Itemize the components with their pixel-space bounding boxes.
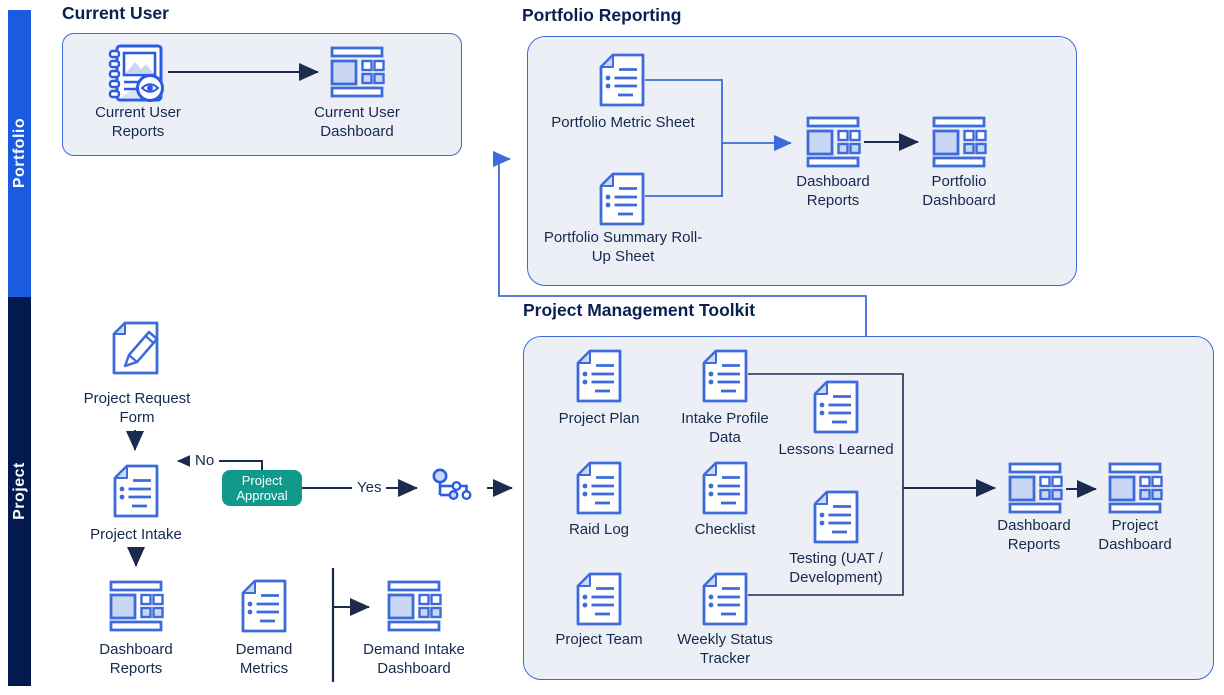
- document-icon: [813, 490, 859, 544]
- node-label: Project Plan: [558, 410, 640, 427]
- project-toolkit-title: Project Management Toolkit: [523, 300, 756, 320]
- node-label: Project Intake: [90, 526, 182, 543]
- node-label: Dashboard Reports: [997, 517, 1071, 553]
- node-label: Project Request Form: [83, 390, 191, 426]
- current-user-title: Current User: [62, 3, 169, 23]
- node-label: Demand Metrics: [235, 641, 293, 677]
- portfolio-lane-bar: [8, 10, 31, 297]
- portfolio-lane-label: Portfolio: [11, 117, 28, 189]
- document-icon: [702, 461, 748, 515]
- dashboard-icon: [805, 116, 861, 168]
- node-label: Intake Profile Data: [681, 410, 769, 446]
- form-pencil-icon: [109, 320, 163, 378]
- document-icon: [702, 349, 748, 403]
- dashboard-icon: [931, 116, 987, 168]
- node-label: Project Team: [555, 631, 643, 648]
- node-label: Current User Reports: [95, 104, 181, 140]
- yes-branch-label: Yes: [352, 478, 387, 497]
- document-icon: [813, 380, 859, 434]
- document-icon: [702, 572, 748, 626]
- node-label: Portfolio Dashboard: [922, 173, 996, 209]
- node-label: Dashboard Reports: [99, 641, 173, 677]
- document-icon: [599, 53, 645, 107]
- node-label: Weekly Status Tracker: [677, 631, 773, 667]
- dashboard-icon: [386, 580, 442, 632]
- document-icon: [599, 172, 645, 226]
- document-icon: [576, 349, 622, 403]
- node-label: Portfolio Metric Sheet: [551, 114, 695, 131]
- node-label: Lessons Learned: [778, 441, 894, 458]
- node-label: Project Dashboard: [1098, 517, 1172, 553]
- node-label: Portfolio Summary Roll-Up Sheet: [543, 229, 703, 265]
- node-label: Testing (UAT / Development): [789, 550, 883, 586]
- project-lane-label: Project: [11, 462, 28, 520]
- dashboard-icon: [329, 46, 385, 98]
- document-icon: [113, 464, 159, 518]
- document-icon: [576, 572, 622, 626]
- node-label: Current User Dashboard: [314, 104, 400, 140]
- node-label: Checklist: [694, 521, 756, 538]
- node-label: Demand Intake Dashboard: [363, 641, 465, 677]
- project-approval-decision: Project Approval: [222, 470, 302, 506]
- document-icon: [241, 579, 287, 633]
- dashboard-icon: [1007, 462, 1063, 514]
- no-branch-label: No: [190, 451, 220, 470]
- dashboard-icon: [108, 580, 164, 632]
- node-label: Dashboard Reports: [796, 173, 870, 209]
- workflow-icon: [432, 468, 482, 504]
- portfolio-reporting-title: Portfolio Reporting: [522, 5, 682, 25]
- node-label: Raid Log: [568, 521, 630, 538]
- dashboard-icon: [1107, 462, 1163, 514]
- document-icon: [576, 461, 622, 515]
- report-eye-icon: [107, 44, 165, 102]
- project-lane-bar: [8, 297, 31, 686]
